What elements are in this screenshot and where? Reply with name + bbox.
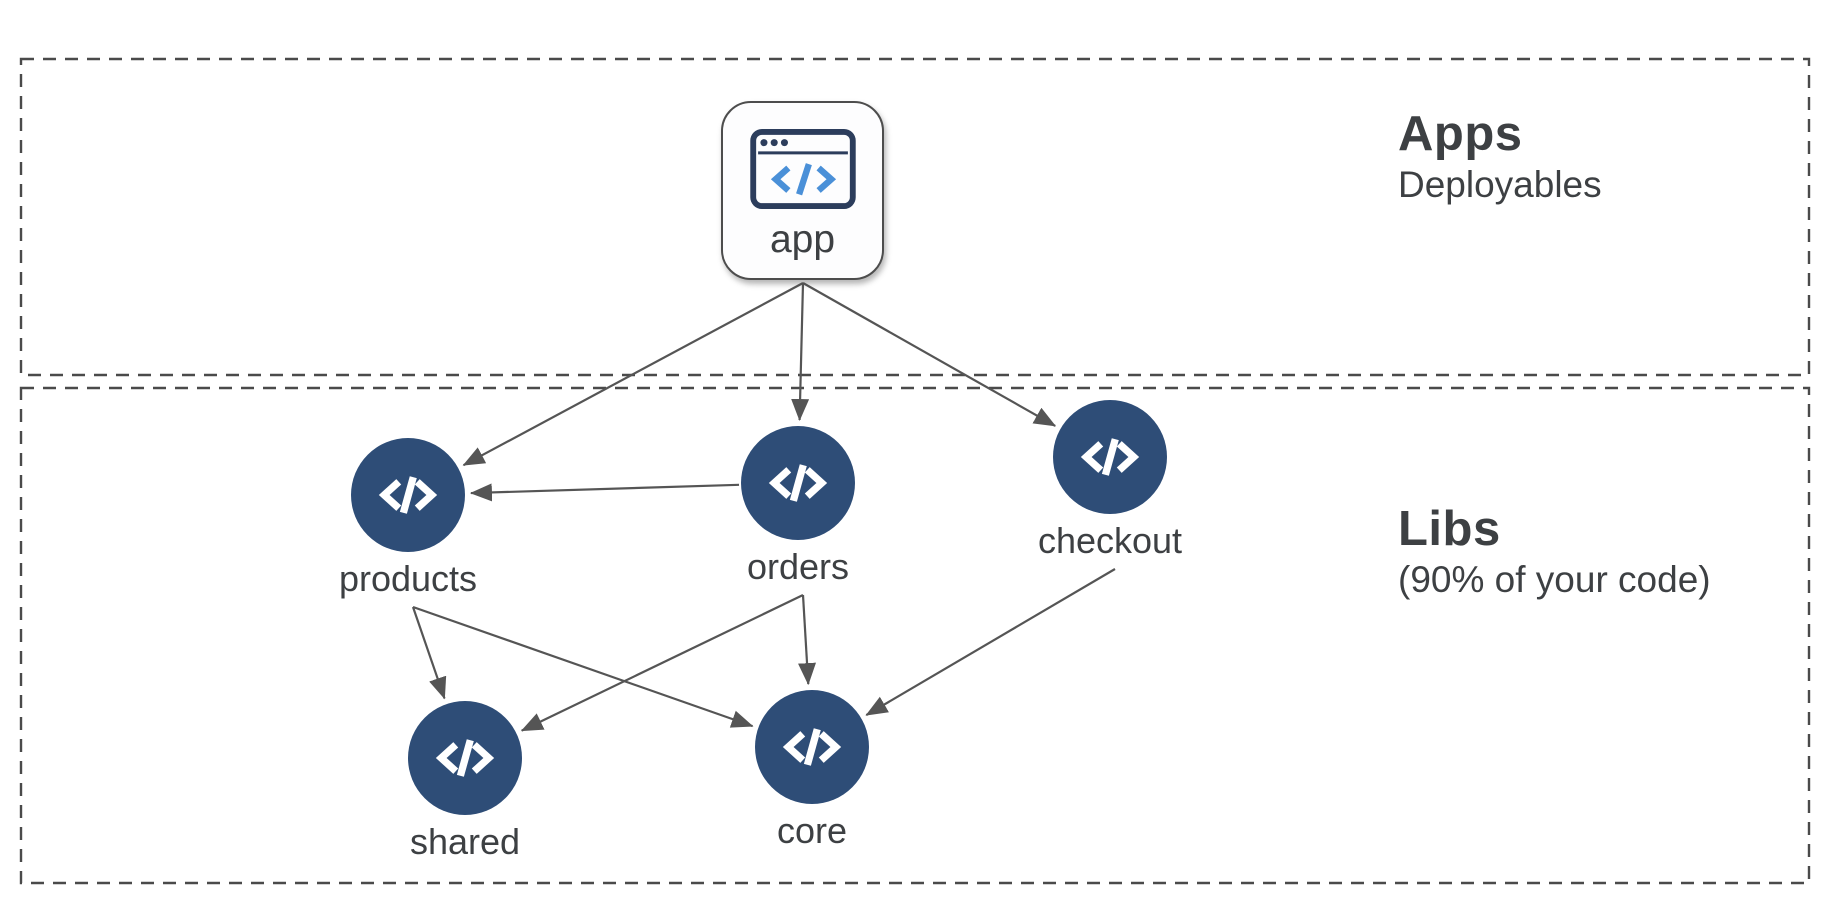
orders-circle [741,426,855,540]
node-app: app [721,101,884,280]
libs-region-title: Libs [1398,502,1501,556]
shared-label: shared [409,821,521,862]
code-icon [768,464,828,502]
code-icon [1080,438,1140,476]
code-icon [435,739,495,777]
apps-region-subtitle: Deployables [1398,163,1602,205]
code-icon [378,476,438,514]
edge-orders-to-products [469,483,740,502]
node-orders: orders [708,426,888,585]
node-shared: shared [375,701,555,860]
checkout-label: checkout [1037,520,1183,561]
products-circle [351,438,465,552]
core-circle [755,690,869,804]
apps-region-label: Apps Deployables [1398,107,1602,208]
libs-region-border [19,386,1811,885]
apps-region-border [19,57,1811,377]
edge-orders-to-core [798,594,817,686]
apps-region-title: Apps [1398,107,1523,161]
app-node-label: app [769,218,836,261]
node-core: core [722,690,902,849]
edge-checkout-to-core [865,568,1116,717]
node-checkout: checkout [1020,400,1200,559]
code-icon [782,728,842,766]
libs-region-subtitle: (90% of your code) [1398,558,1711,600]
checkout-circle [1053,400,1167,514]
app-node-box: app [721,101,884,280]
edge-app-to-checkout [802,282,1057,427]
browser-window-icon [749,128,856,210]
node-products: products [318,438,498,597]
libs-region-label: Libs (90% of your code) [1398,502,1711,603]
orders-label: orders [746,546,850,587]
products-label: products [338,558,478,599]
edge-products-to-shared [411,606,447,700]
core-label: core [776,810,848,851]
shared-circle [408,701,522,815]
edge-app-to-orders [791,282,810,422]
